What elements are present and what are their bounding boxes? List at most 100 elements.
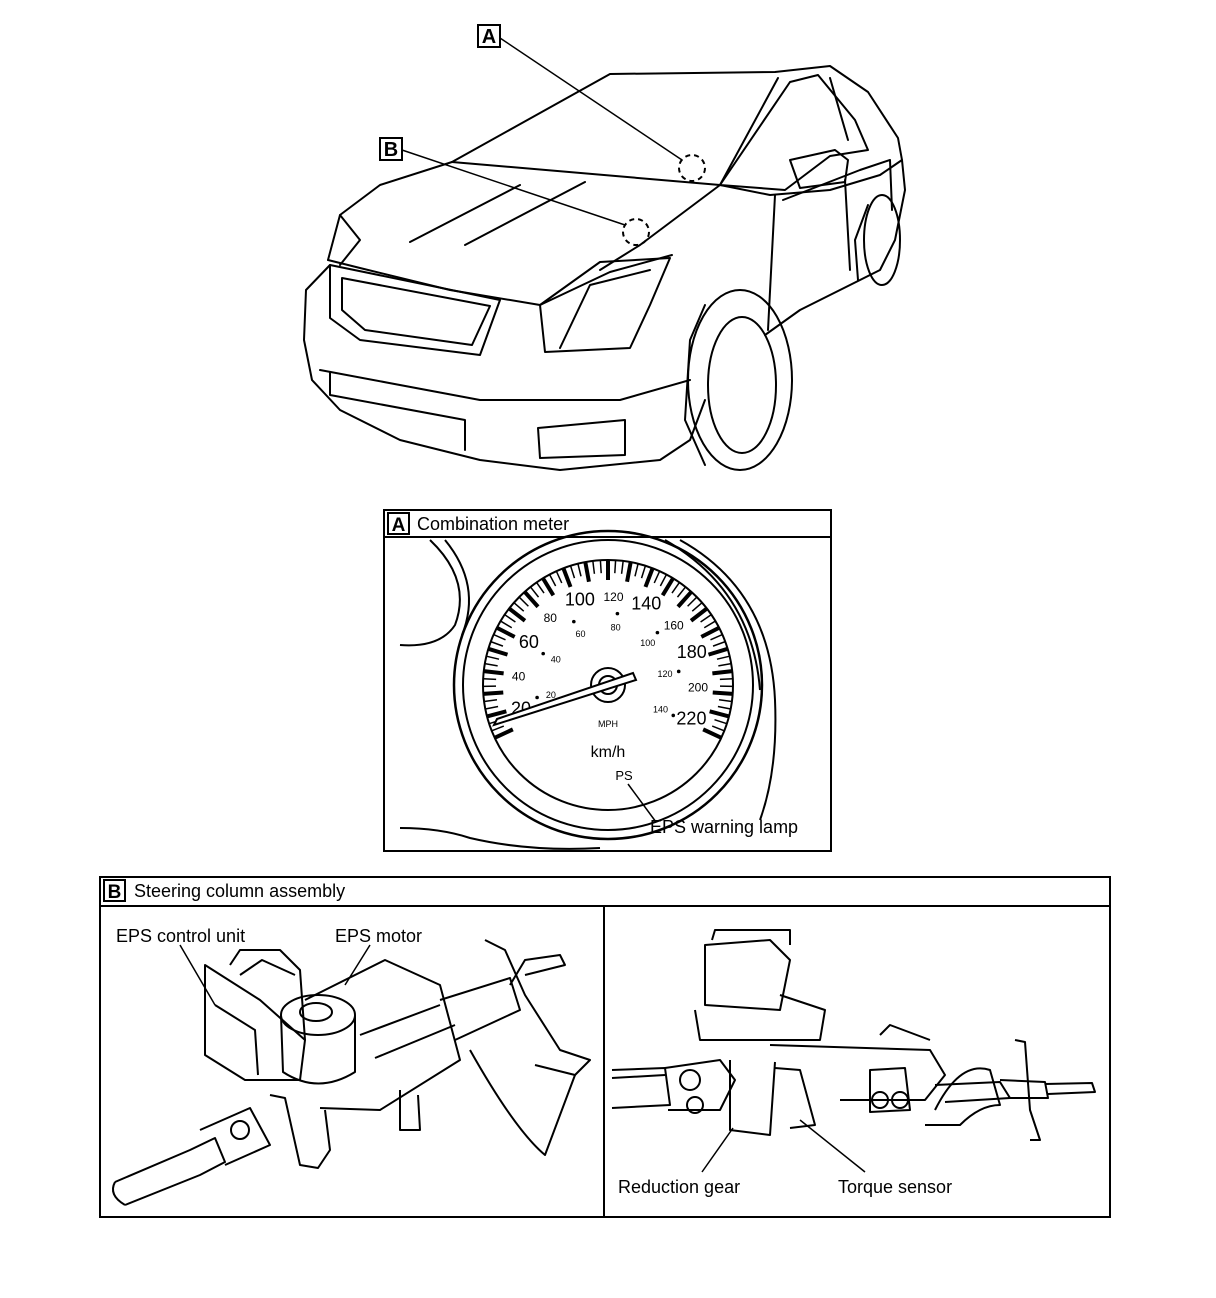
speedo-tick xyxy=(592,560,596,574)
speedo-tick xyxy=(643,567,655,588)
speedo-tick xyxy=(569,565,576,579)
mph-tick xyxy=(671,713,676,718)
callout-a-leader xyxy=(499,37,683,161)
speedo-ticks xyxy=(482,560,734,740)
speedo-tick xyxy=(555,570,563,584)
torque-sensor-leader xyxy=(799,1119,866,1173)
kmh-scale-label: 120 xyxy=(603,590,623,604)
mph-scale-label: 100 xyxy=(640,638,655,648)
panel-b: B Steering column assembly xyxy=(99,876,1111,1218)
speedo-tick xyxy=(493,633,506,641)
callout-a-box xyxy=(477,24,501,48)
speedo-tick xyxy=(712,690,733,696)
speedo-tick xyxy=(700,625,721,639)
kmh-scale-label: 140 xyxy=(631,594,661,614)
speedo-tick xyxy=(483,699,498,703)
speedo-tick xyxy=(660,577,675,597)
car-illustration xyxy=(303,65,906,471)
speedo-outer-ring xyxy=(452,529,764,841)
speedo-tick xyxy=(583,561,591,583)
speedo-tick xyxy=(653,570,661,584)
mph-scale-label: 20 xyxy=(546,690,556,700)
speedo-tick xyxy=(500,620,513,629)
speedo-tick xyxy=(486,709,507,719)
speedo-tick xyxy=(687,596,698,607)
eps-lamp-leader xyxy=(627,783,657,823)
callout-b-box xyxy=(379,137,403,161)
speedo-tick xyxy=(703,620,716,629)
speedo-tick xyxy=(513,602,525,612)
speedo-tick xyxy=(486,655,500,660)
kmh-scale-label: 100 xyxy=(565,590,595,610)
mph-tick xyxy=(615,611,620,616)
mph-scale-label: 60 xyxy=(575,629,585,639)
speedo-tick xyxy=(676,586,687,598)
reduction-gear-label: Reduction gear xyxy=(618,1177,740,1197)
panel-a-letter-box xyxy=(387,512,410,535)
speedo-tick xyxy=(691,602,703,612)
motor-leader xyxy=(344,944,371,986)
speedo-tick xyxy=(483,690,504,696)
kmh-scale-label: 160 xyxy=(664,619,684,633)
panel-a-title: Combination meter xyxy=(417,514,569,534)
callout-a-letter: A xyxy=(482,26,496,48)
eps-motor-label: EPS motor xyxy=(335,926,422,946)
mph-scale-label: 40 xyxy=(551,655,561,665)
kmh-scale-label: 200 xyxy=(688,680,708,694)
speedo-tick xyxy=(529,586,540,598)
mph-tick xyxy=(535,695,539,700)
speedo-tick xyxy=(490,640,504,647)
speedo-tick xyxy=(714,718,728,725)
speedo-tick xyxy=(659,574,668,587)
speedo-tick xyxy=(484,662,498,667)
speedo-tick xyxy=(541,577,556,597)
speedo-tick xyxy=(689,606,709,623)
speedo-tick xyxy=(718,662,732,667)
torque-sensor-label: Torque sensor xyxy=(838,1177,952,1197)
speedo-tick xyxy=(676,590,693,609)
speedo-tick xyxy=(535,581,545,594)
callout-b: B xyxy=(379,137,650,246)
speedo-tick xyxy=(548,574,557,587)
speedo-tick xyxy=(716,655,730,660)
speedo-tick xyxy=(485,705,499,710)
speedo-tick xyxy=(712,669,733,676)
kmh-scale-label: 40 xyxy=(512,669,526,683)
speedo-tick xyxy=(717,705,731,710)
speedo-tick xyxy=(709,709,730,719)
panel-b-letter-box xyxy=(103,879,126,902)
eps-control-unit-label: EPS control unit xyxy=(116,926,245,946)
speedo-tick xyxy=(711,725,725,732)
speedo-tick xyxy=(718,699,733,703)
speedo-tick xyxy=(640,565,647,579)
speedo-tick xyxy=(577,563,582,577)
callout-b-letter: B xyxy=(384,139,398,161)
ps-warning-lamp: PS xyxy=(615,768,633,783)
callout-a-circle xyxy=(678,154,706,182)
speedo-tick xyxy=(702,727,723,740)
speedo-tick xyxy=(518,596,529,607)
panel-a-letter: A xyxy=(392,515,406,536)
mph-tick xyxy=(541,651,545,656)
kmh-label: km/h xyxy=(591,744,626,761)
speedo-tick xyxy=(625,561,633,583)
speedo-tick xyxy=(495,625,516,639)
mph-scale-label: 120 xyxy=(657,669,672,679)
reduction-gear-leader xyxy=(701,1127,734,1173)
speedo-tick xyxy=(523,590,540,609)
kmh-scale-label: 180 xyxy=(677,642,707,662)
speedo-tick xyxy=(700,614,712,623)
mph-scale-label: 80 xyxy=(611,622,621,632)
callout-b-leader xyxy=(401,149,626,226)
speedo-tick xyxy=(614,560,617,574)
panel-b-title: Steering column assembly xyxy=(134,881,345,901)
speedo-tick xyxy=(507,606,527,623)
speedo-tick xyxy=(719,677,733,681)
panel-b-letter: B xyxy=(108,882,122,903)
speedo-tick xyxy=(493,727,514,740)
speedo-tick xyxy=(712,640,726,647)
panel-a: A Combination meter 20 40 60 80 100 120 140160… xyxy=(383,509,832,852)
